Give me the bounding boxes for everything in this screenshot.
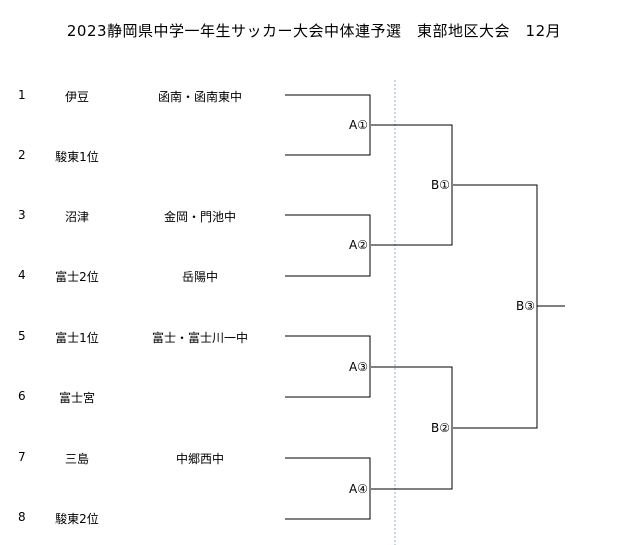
region-name: 富士1位 (55, 331, 99, 345)
match-label-a4: A④ (349, 482, 368, 496)
match-label-a1: A① (349, 118, 368, 132)
region-name: 三島 (64, 452, 89, 466)
school-name: 富士・富士川一中 (151, 331, 248, 345)
school-name: 金岡・門池中 (163, 210, 236, 224)
school-name: 函南・函南東中 (157, 90, 242, 104)
team-row: 7 三島 中郷西中 (0, 450, 300, 470)
region-name: 駿東1位 (55, 150, 99, 164)
seed-number: 4 (18, 268, 26, 282)
page-title: 2023静岡県中学一年生サッカー大会中体連予選 東部地区大会 12月 (66, 22, 562, 40)
bracket-line-a3 (285, 335, 371, 398)
seed-number: 5 (18, 329, 26, 343)
team-row: 2 駿東1位 (0, 148, 300, 168)
seed-number: 1 (18, 88, 26, 102)
bracket-line-b1 (371, 124, 453, 246)
school-name: 岳陽中 (181, 270, 218, 284)
team-row: 4 富士2位 岳陽中 (0, 268, 300, 288)
region-name: 富士宮 (58, 391, 95, 405)
bracket-line-b2 (371, 366, 453, 490)
seed-number: 8 (18, 510, 26, 524)
team-row: 6 富士宮 (0, 389, 300, 409)
bracket-line-a2 (285, 214, 371, 277)
match-label-a2: A② (349, 238, 368, 252)
seed-number: 3 (18, 208, 26, 222)
region-name: 駿東2位 (55, 512, 99, 526)
region-name: 富士2位 (55, 270, 99, 284)
match-label-b1: B① (431, 178, 450, 192)
seed-number: 7 (18, 450, 26, 464)
team-row: 5 富士1位 富士・富士川一中 (0, 329, 300, 349)
team-row: 1 伊豆 函南・函南東中 (0, 88, 300, 108)
region-name: 沼津 (64, 210, 89, 224)
team-row: 8 駿東2位 (0, 510, 300, 530)
bracket-line-a4 (285, 457, 371, 520)
team-row: 3 沼津 金岡・門池中 (0, 208, 300, 228)
match-label-b2: B② (431, 421, 450, 435)
match-label-a3: A③ (349, 360, 368, 374)
school-name: 中郷西中 (175, 452, 224, 466)
seed-number: 6 (18, 389, 26, 403)
match-label-b3: B③ (516, 299, 535, 313)
region-name: 伊豆 (64, 90, 89, 104)
seed-number: 2 (18, 148, 26, 162)
bracket-line-a1 (285, 94, 371, 156)
